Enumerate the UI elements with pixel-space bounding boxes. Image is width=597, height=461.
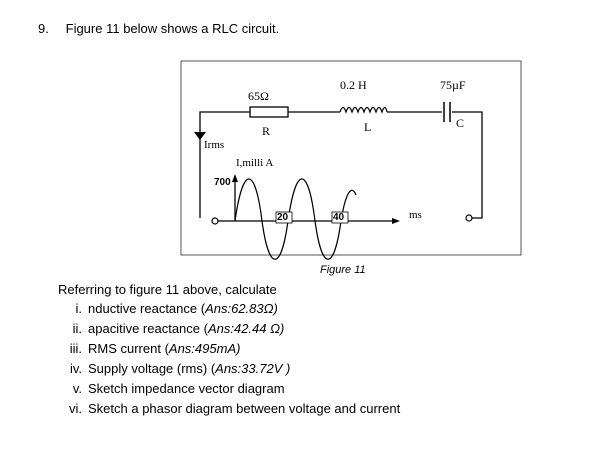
item-answer-value: 495mA) xyxy=(194,341,241,356)
y-axis-arrow xyxy=(232,174,238,182)
figure-frame xyxy=(180,60,522,256)
circuit-figure: 65Ω R 0.2 H L 75µF C Irms I,milli A 700 … xyxy=(180,60,522,260)
subquestion-item: i. nductive reactance (Ans:62.83Ω) xyxy=(58,300,400,320)
right-terminal xyxy=(465,214,473,222)
item-text: Supply voltage (rms) ( xyxy=(88,361,216,376)
item-number: v. xyxy=(72,381,82,396)
inductor-symbol xyxy=(339,106,388,114)
circuit-diagram xyxy=(180,60,522,260)
subquestion-item: iv. Supply voltage (rms) (Ans:33.72V ) xyxy=(58,360,400,380)
resistor-label: R xyxy=(262,124,271,138)
capacitor-symbol xyxy=(443,102,451,122)
inductor-label: L xyxy=(364,120,372,134)
item-number: i. xyxy=(75,301,83,316)
left-terminal xyxy=(211,217,219,225)
item-text: nductive reactance ( xyxy=(88,301,206,316)
item-number: iv. xyxy=(69,361,82,376)
resistance-value: 65Ω xyxy=(248,89,269,103)
question-number: 9. xyxy=(38,21,49,36)
item-answer-value: 62.83Ω) xyxy=(231,301,278,316)
resistor-symbol xyxy=(249,106,289,118)
question-header: 9. Figure 11 below shows a RLC circuit. xyxy=(38,21,279,36)
item-answer-label: Ans: xyxy=(205,301,232,316)
item-answer-value: 33.72V ) xyxy=(241,361,291,376)
subquestion-list: i.nductive reactance (Ans:62.83Ω) ii.apa… xyxy=(58,300,400,420)
time-unit-label: ms xyxy=(409,209,422,221)
peak-value-label: 700 xyxy=(214,177,231,188)
inductance-value: 0.2 H xyxy=(340,78,367,92)
figure-caption: Figure 11 xyxy=(320,264,366,276)
current-label: Irms xyxy=(204,139,225,151)
item-text: RMS current ( xyxy=(88,341,169,356)
capacitor-label: C xyxy=(456,116,465,130)
subquestion-item: iii. RMS current (Ans:495mA) xyxy=(58,340,400,360)
question-text: Figure 11 below shows a RLC circuit. xyxy=(65,21,280,36)
item-text: Sketch a phasor diagram between voltage … xyxy=(88,401,401,416)
item-number: iii. xyxy=(69,341,82,356)
item-text: apacitive reactance ( xyxy=(88,321,208,336)
item-answer-label: Ans: xyxy=(168,341,195,356)
current-arrow xyxy=(194,132,206,140)
item-answer-label: Ans: xyxy=(215,361,242,376)
item-number: ii. xyxy=(72,321,82,336)
item-answer-value: 42.44 Ω) xyxy=(233,321,285,336)
circuit-wires xyxy=(199,111,483,222)
tick-box-40 xyxy=(331,211,349,224)
tick-label-20: 20 xyxy=(277,212,289,223)
subquestion-item: vi. Sketch a phasor diagram between volta… xyxy=(58,400,400,420)
subquestion-item: v. Sketch impedance vector diagram xyxy=(58,380,400,400)
item-number: vi. xyxy=(69,401,82,416)
instruction-text: Referring to figure 11 above, calculate xyxy=(58,282,277,297)
waveform-axis-label: I,milli A xyxy=(236,157,274,169)
tick-box-20 xyxy=(275,211,293,224)
tick-label-40: 40 xyxy=(333,212,345,223)
item-text: Sketch impedance vector diagram xyxy=(88,381,285,396)
subquestion-item: ii. apacitive reactance (Ans:42.44 Ω) xyxy=(58,320,400,340)
item-answer-label: Ans: xyxy=(207,321,234,336)
capacitance-value: 75µF xyxy=(440,78,466,92)
x-axis-arrow xyxy=(392,218,400,224)
